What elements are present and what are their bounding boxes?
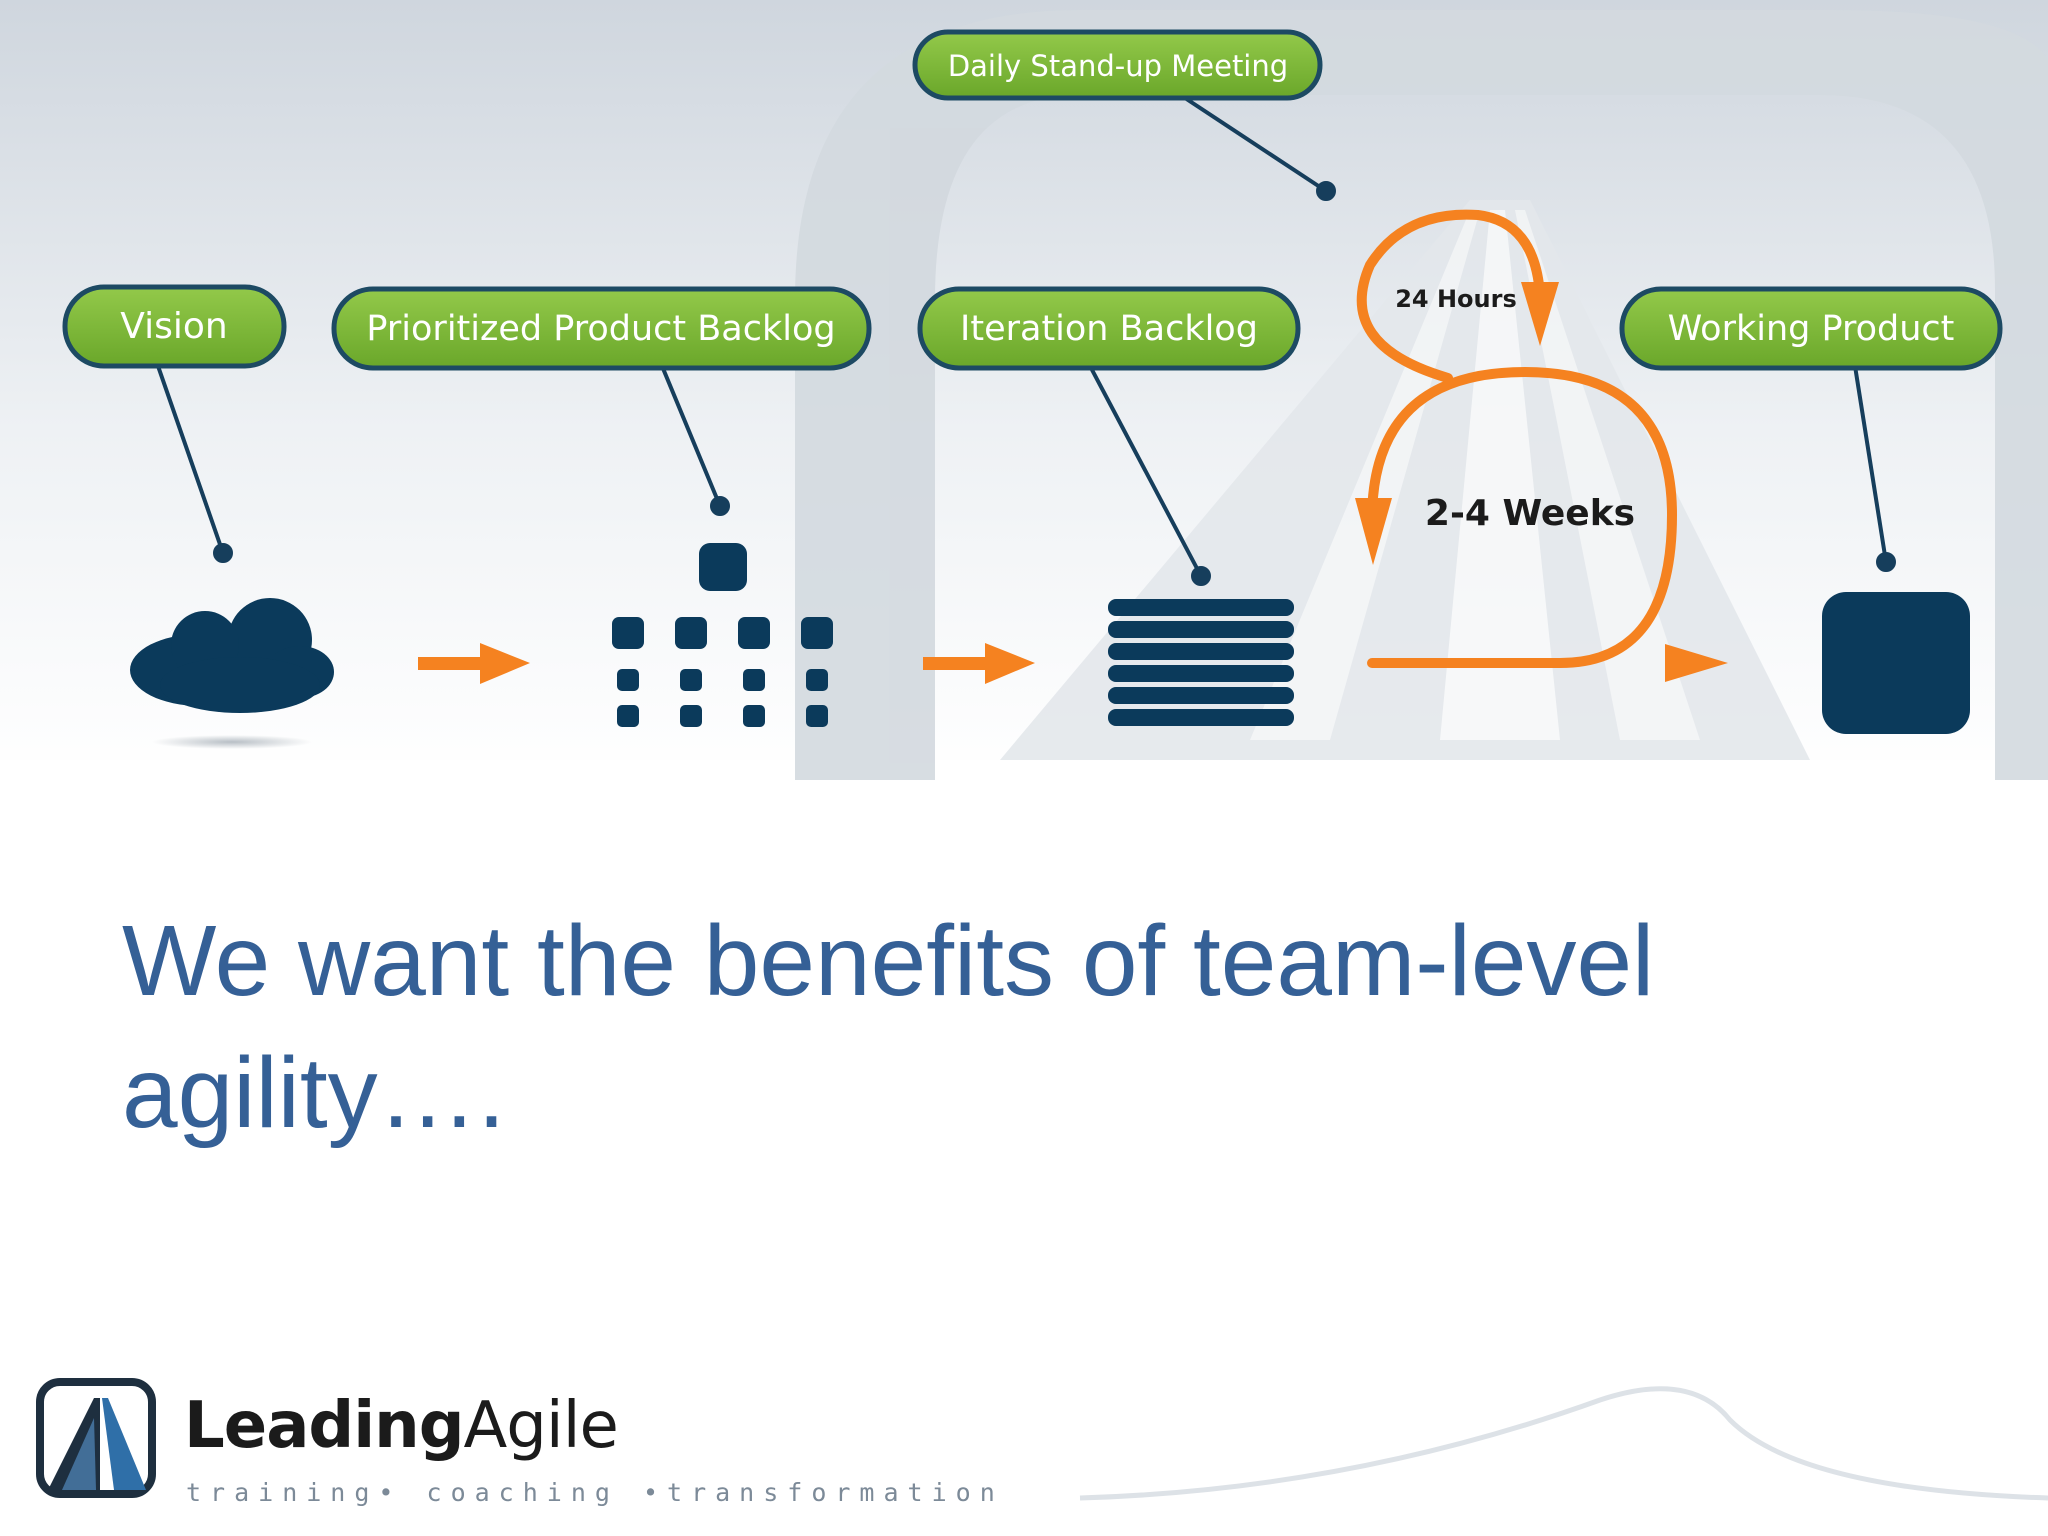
label-working-product: Working Product xyxy=(1619,286,2003,371)
label-prioritized-backlog: Prioritized Product Backlog xyxy=(331,286,872,371)
logo-wordmark-bold: Leading xyxy=(184,1389,464,1463)
flow-arrows xyxy=(418,643,1035,684)
hours-label: 24 Hours xyxy=(1395,285,1517,313)
label-daily-standup: Daily Stand-up Meeting xyxy=(912,29,1323,101)
label-vision-text: Vision xyxy=(120,306,227,347)
backlog-grid-icon xyxy=(612,543,833,727)
footer-swoosh xyxy=(1079,1386,2048,1501)
logo-wordmark: LeadingAgile xyxy=(184,1386,619,1466)
weeks-loop xyxy=(1367,366,1678,668)
connector-lines xyxy=(156,96,1896,586)
leadingagile-logo: LeadingAgile training• coaching •transfo… xyxy=(36,1378,995,1518)
weeks-label: 2-4 Weeks xyxy=(1425,493,1635,534)
slide-headline: We want the benefits of team-level agili… xyxy=(122,905,1655,1149)
sprint-cycle xyxy=(1356,209,1678,668)
loop-arrowheads xyxy=(1355,282,1728,682)
label-working-product-text: Working Product xyxy=(1668,309,1955,349)
label-iteration-backlog: Iteration Backlog xyxy=(917,286,1301,371)
label-iteration-backlog-text: Iteration Backlog xyxy=(960,309,1258,349)
label-vision: Vision xyxy=(62,284,287,369)
cloud-icon xyxy=(130,598,334,749)
logo-tagline: training• coaching •transformation xyxy=(186,1478,1004,1507)
logo-wordmark-regular: Agile xyxy=(463,1389,619,1463)
product-block-icon xyxy=(1822,592,1970,734)
logo-mark-icon xyxy=(36,1378,156,1498)
stacked-bars-icon xyxy=(1108,599,1294,726)
hours-loop xyxy=(1356,209,1545,383)
label-daily-standup-text: Daily Stand-up Meeting xyxy=(948,49,1288,83)
label-prioritized-backlog-text: Prioritized Product Backlog xyxy=(366,309,835,349)
